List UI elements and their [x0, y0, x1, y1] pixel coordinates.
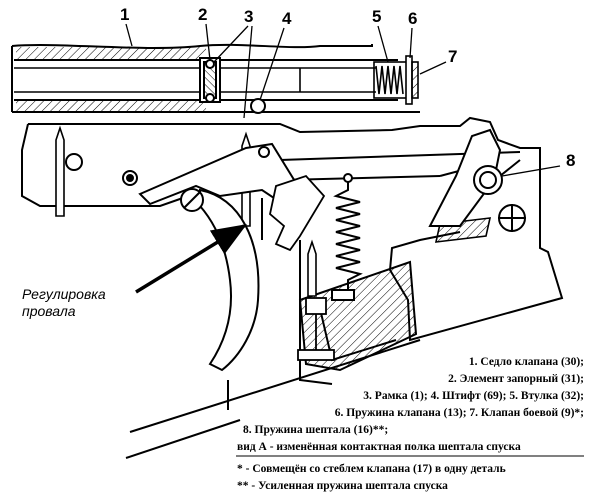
frame-holes [65, 153, 526, 232]
callout-2: 2 [198, 5, 208, 24]
tube-wall-hatch-bottom [16, 101, 206, 111]
valve-seat [199, 57, 221, 103]
callout-4: 4 [282, 9, 292, 28]
sear-spring [331, 173, 363, 301]
valve-stem [220, 67, 376, 93]
callout-7: 7 [448, 47, 458, 66]
legend-item-4: 6. Пружина клапана (13); 7. Клапан боево… [334, 407, 584, 419]
tube-wall-hatch-top [16, 47, 206, 59]
callout-leaders [125, 23, 561, 177]
stock-rail [125, 339, 421, 459]
callout-1: 1 [120, 5, 130, 24]
legend-item-5: 8. Пружина шептала (16)**; [243, 424, 389, 436]
callout-8: 8 [566, 151, 576, 170]
callout-5: 5 [372, 7, 382, 26]
legend-item-2: 2. Элемент запорный (31); [448, 373, 584, 385]
legend-footnote-1: * - Совмещён со стеблем клапана (17) в о… [237, 463, 506, 475]
callout-3: 3 [244, 7, 254, 26]
sear-roller [428, 128, 503, 227]
legend-footnote-2: ** - Усиленная пружина шептала спуска [237, 480, 448, 492]
adjust-block [269, 174, 326, 252]
sleeve-and-spring [373, 55, 419, 105]
callout-6: 6 [408, 9, 418, 28]
bottom-screw [297, 297, 335, 361]
caption-line-2: провала [22, 303, 76, 319]
adjustment-arrow [135, 224, 247, 294]
legend-item-1: 1. Седло клапана (30); [468, 356, 584, 368]
legend-view-a: вид А - изменённая контактная полка шепт… [237, 441, 521, 453]
legend-item-3: 3. Рамка (1); 4. Штифт (69); 5. Втулка (… [363, 390, 584, 402]
caption-line-1: Регулировка [22, 286, 106, 302]
pin [250, 98, 266, 114]
